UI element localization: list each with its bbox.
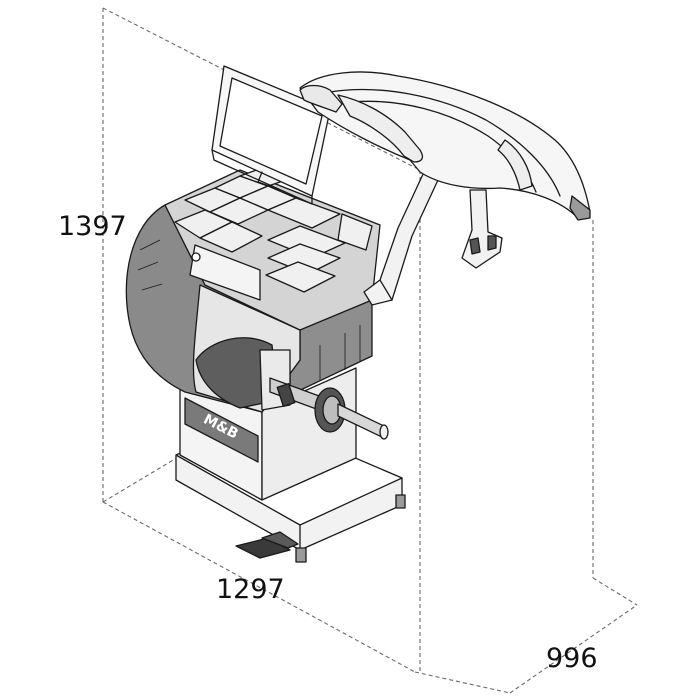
depth-dimension-line [509,604,638,694]
width-dimension-label: 1297 [216,574,285,605]
depth-dimension-label: 996 [546,643,598,674]
front-foot [295,547,307,563]
hood-end-cap [569,195,591,221]
large-compartment [189,244,261,301]
width-dimension-line [102,501,416,673]
hood-handle [299,84,343,113]
wheel-guard-hood [299,71,591,269]
balancer-shaft-assembly [269,377,389,440]
height-dimension-label: 1397 [58,211,127,242]
depth-right-extension [592,577,638,606]
hood-support-arm [363,171,439,306]
display-monitor [211,65,331,205]
monitor-screen [219,77,323,185]
machine-cabinet [125,167,381,413]
tray-compartments [137,167,373,301]
hood-shell [299,71,591,219]
depth-bottom-extension [414,671,511,694]
support-arm [371,171,439,301]
right-foot [395,494,406,509]
width-left-extension [102,455,181,503]
machine-base: M&B [175,367,406,563]
hood-hinge-bracket [461,189,503,269]
brand-badge [184,397,259,463]
